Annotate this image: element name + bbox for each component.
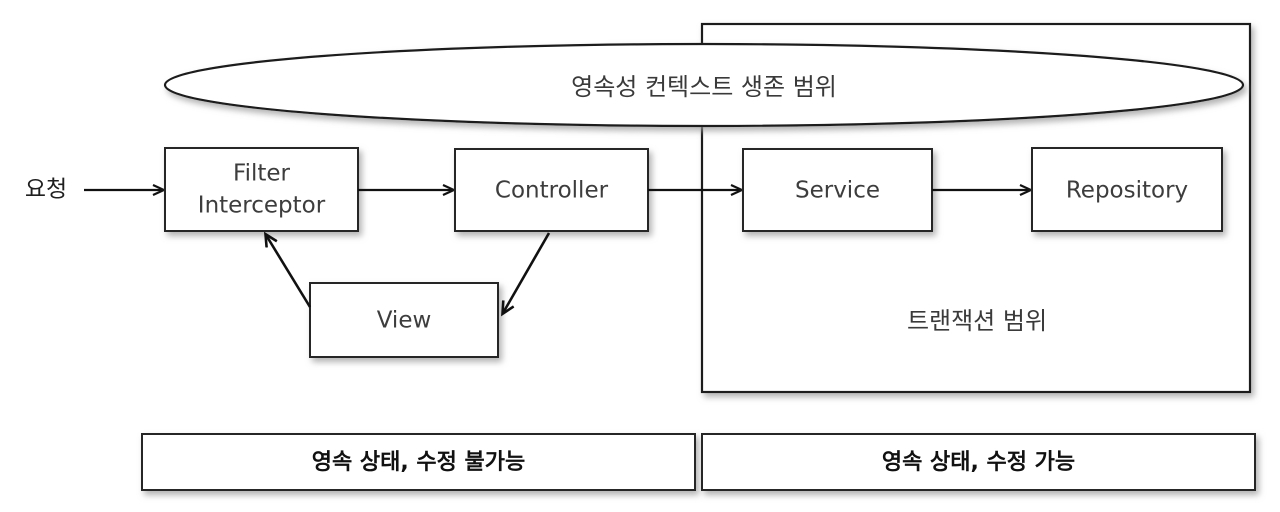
view-label: View — [377, 308, 432, 334]
legend-left-box — [141, 433, 696, 491]
legend-left-label: 영속 상태, 수정 불가능 — [312, 450, 526, 475]
node-view[interactable]: View — [309, 282, 499, 358]
repository-box[interactable] — [1031, 147, 1223, 232]
persistence-context-scope-boundary: 영속성 컨텍스트 생존 범위 — [163, 42, 1245, 128]
transaction-scope-label: 트랜잭션 범위 — [907, 307, 1047, 335]
node-service[interactable]: Service — [742, 148, 933, 232]
view-box[interactable] — [309, 282, 499, 358]
request-entry-group: 요청 — [25, 177, 163, 203]
repository-label: Repository — [1066, 178, 1188, 204]
filter-interceptor-box[interactable] — [164, 147, 359, 232]
legend-right-box — [701, 433, 1256, 491]
arrow-diagonal-icon-view-to-filter — [266, 235, 312, 308]
node-repository[interactable]: Repository — [1031, 147, 1223, 232]
controller-label: Controller — [495, 178, 609, 204]
legend-right: 영속 상태, 수정 가능 — [701, 433, 1256, 491]
legend-right-label: 영속 상태, 수정 가능 — [882, 450, 1075, 475]
service-label: Service — [795, 178, 880, 204]
legend-left: 영속 상태, 수정 불가능 — [141, 433, 696, 491]
filter-interceptor-label-line1: Filter — [233, 161, 291, 187]
service-box[interactable] — [742, 148, 933, 232]
persistence-context-scope-ellipse — [163, 42, 1245, 128]
node-filter-interceptor[interactable]: Filter Interceptor — [164, 147, 359, 232]
arrow-diagonal-icon-controller-to-view — [503, 232, 551, 313]
persistence-context-scope-label: 영속성 컨텍스트 생존 범위 — [571, 73, 837, 101]
request-label: 요청 — [25, 177, 67, 203]
node-controller[interactable]: Controller — [454, 148, 649, 232]
filter-interceptor-label-line2: Interceptor — [198, 193, 326, 219]
